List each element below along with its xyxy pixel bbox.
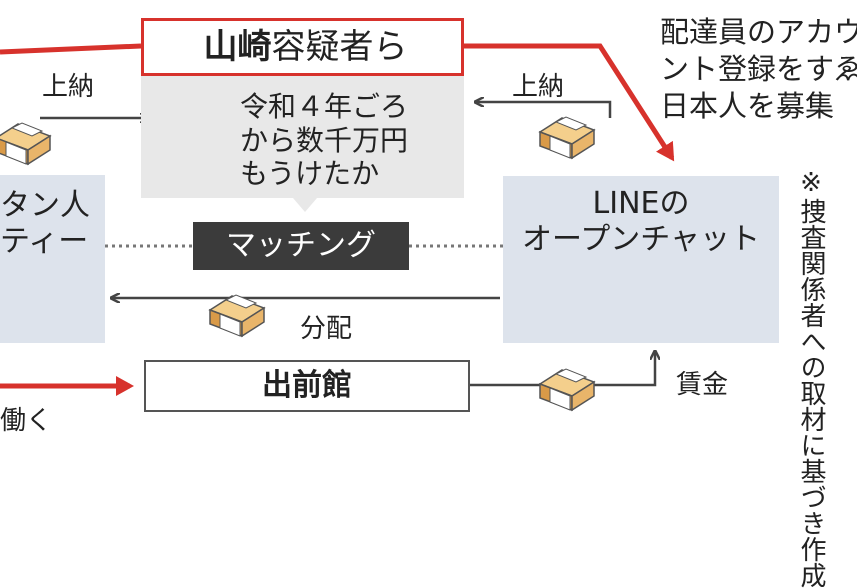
red-arrow-top-right xyxy=(464,43,675,162)
money-icon-tribute-right xyxy=(539,116,595,159)
label-tribute-left: 上納 xyxy=(42,72,95,102)
recruit-note: 配達員のアカウ ント登録をすゑ 日本人を募集 xyxy=(660,15,857,123)
callout-pointer xyxy=(293,198,317,212)
arrow-tribute-right xyxy=(476,102,612,118)
line-openchat-title: LINEの オープンチャット xyxy=(522,186,760,257)
red-arrow-top-left xyxy=(0,43,142,55)
demaekan-box: 出前館 xyxy=(144,360,470,412)
suspects-panel xyxy=(141,76,464,198)
money-icon-tribute-left xyxy=(0,122,51,165)
label-distribution: 分配 xyxy=(300,314,353,344)
label-tribute-right: 上納 xyxy=(512,72,565,102)
left-group-title: タン人 ティー xyxy=(0,188,90,259)
left-group-panel xyxy=(0,175,105,343)
suspects-header-box: 山崎容疑者ら xyxy=(141,18,464,76)
line-openchat-panel xyxy=(503,176,779,343)
matching-box: マッチング xyxy=(193,222,409,270)
suspect-suffix: 容疑者ら xyxy=(271,27,408,67)
money-icon-wage xyxy=(539,368,595,411)
arrow-wage xyxy=(470,352,655,387)
money-icon-distribution xyxy=(209,294,265,337)
label-wage: 賃金 xyxy=(676,370,729,400)
suspects-profit-note: 令和４年ごろ から数千万円 もうけたか xyxy=(240,90,409,191)
suspects-title: 山崎容疑者ら xyxy=(144,21,467,73)
source-note: ※捜査関係者への取材に基づき作成 xyxy=(796,168,826,588)
label-work: 働く xyxy=(0,406,53,436)
suspect-name: 山崎 xyxy=(203,27,272,67)
